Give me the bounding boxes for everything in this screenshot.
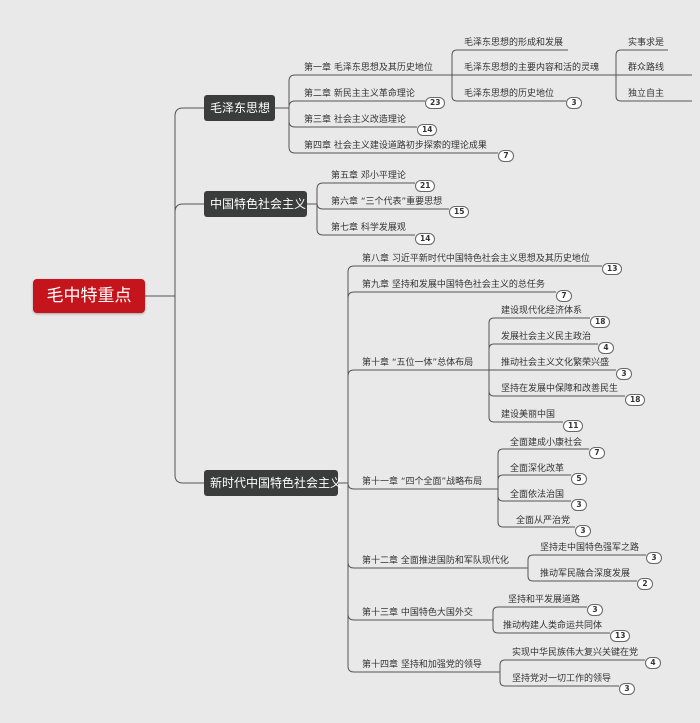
chapter-label[interactable]: 第十一章 “四个全面”战略布局 xyxy=(362,477,483,487)
count-badge: 5 xyxy=(571,473,587,485)
connector-line xyxy=(338,369,486,484)
connector-line xyxy=(496,474,571,490)
count-badge: 4 xyxy=(645,657,661,669)
point-label[interactable]: 群众路线 xyxy=(628,63,665,73)
count-badge: 18 xyxy=(590,316,611,328)
section-label[interactable]: 实现中华民族伟大复兴关键在党 xyxy=(512,648,639,658)
connector-line xyxy=(275,107,498,154)
count-badge: 14 xyxy=(417,124,438,136)
section-label[interactable]: 推动构建人类命运共同体 xyxy=(503,621,603,631)
section-label[interactable]: 推动军民融合深度发展 xyxy=(540,569,631,579)
connector-line xyxy=(526,567,637,582)
count-badge: 23 xyxy=(425,97,446,109)
count-badge: 3 xyxy=(566,97,582,109)
branch-node[interactable]: 新时代中国特色社会主义 xyxy=(204,470,342,496)
root-node[interactable]: 毛中特重点 xyxy=(33,279,145,313)
connector-line xyxy=(145,295,204,484)
connector-line xyxy=(614,74,692,102)
section-label[interactable]: 全面深化改革 xyxy=(510,464,565,474)
section-label[interactable]: 毛泽东思想的历史地位 xyxy=(464,89,555,99)
chapter-label[interactable]: 第十二章 全面推进国防和军队现代化 xyxy=(362,556,509,566)
section-label[interactable]: 坚持在发展中保障和改善民生 xyxy=(501,384,619,394)
chapter-label[interactable]: 第五章 邓小平理论 xyxy=(331,171,406,181)
chapter-label[interactable]: 第七章 科学发展观 xyxy=(331,223,406,233)
connector-line xyxy=(338,482,491,621)
count-badge: 11 xyxy=(563,420,584,432)
connector-line xyxy=(445,49,568,76)
point-label[interactable]: 实事求是 xyxy=(628,38,665,48)
section-label[interactable]: 毛泽东思想的主要内容和活的灵魂 xyxy=(464,63,600,73)
branch-node[interactable]: 毛泽东思想 xyxy=(204,95,275,121)
connector-line xyxy=(445,74,566,102)
chapter-label[interactable]: 第十章 “五位一体”总体布局 xyxy=(362,358,474,368)
connector-line xyxy=(526,554,646,569)
section-label[interactable]: 毛泽东思想的形成和发展 xyxy=(464,38,564,48)
chapter-label[interactable]: 第六章 “三个代表”重要思想 xyxy=(331,197,443,207)
connector-line xyxy=(145,107,204,297)
count-badge: 21 xyxy=(415,180,436,192)
connector-line xyxy=(307,202,449,210)
section-label[interactable]: 建设美丽中国 xyxy=(501,410,556,420)
connector-line xyxy=(307,203,415,236)
count-badge: 3 xyxy=(575,525,591,537)
connector-line xyxy=(486,369,563,423)
connector-line xyxy=(497,659,645,673)
connector-line xyxy=(497,671,619,687)
chapter-label[interactable]: 第三章 社会主义改造理论 xyxy=(304,115,406,125)
count-badge: 13 xyxy=(602,263,623,275)
count-badge: 3 xyxy=(571,499,587,511)
connector-line xyxy=(486,343,598,371)
chapter-label[interactable]: 第十四章 坚持和加强党的领导 xyxy=(362,660,482,670)
connector-line xyxy=(275,100,425,109)
connector-line xyxy=(496,488,575,528)
count-badge: 7 xyxy=(556,290,572,302)
count-badge: 3 xyxy=(619,683,635,695)
count-badge: 18 xyxy=(625,394,646,406)
point-label[interactable]: 独立自主 xyxy=(628,89,665,99)
chapter-label[interactable]: 第九章 坚持和发展中国特色社会主义的总任务 xyxy=(362,280,545,290)
connector-line xyxy=(338,482,497,673)
connector-line xyxy=(275,74,445,109)
count-badge: 7 xyxy=(498,150,514,162)
count-badge: 2 xyxy=(637,578,653,590)
section-label[interactable]: 推动社会主义文化繁荣兴盛 xyxy=(501,358,610,368)
connector-line xyxy=(614,49,668,76)
section-label[interactable]: 全面建成小康社会 xyxy=(510,438,583,448)
section-label[interactable]: 全面从严治党 xyxy=(516,516,571,526)
section-label[interactable]: 坚持党对一切工作的领导 xyxy=(512,674,612,684)
chapter-label[interactable]: 第八章 习近平新时代中国特色社会主义思想及其历史地位 xyxy=(362,254,590,264)
count-badge: 3 xyxy=(587,604,603,616)
section-label[interactable]: 坚持和平发展道路 xyxy=(508,595,581,605)
count-badge: 13 xyxy=(610,630,631,642)
connector-line xyxy=(491,606,587,621)
connector-line xyxy=(338,265,602,484)
connector-line xyxy=(491,619,610,634)
section-label[interactable]: 发展社会主义民主政治 xyxy=(501,332,592,342)
connector-line xyxy=(307,182,415,205)
count-badge: 7 xyxy=(589,447,605,459)
connector-line xyxy=(496,448,589,490)
section-label[interactable]: 建设现代化经济体系 xyxy=(501,306,583,316)
chapter-label[interactable]: 第四章 社会主义建设道路初步探索的理论成果 xyxy=(304,141,487,151)
chapter-label[interactable]: 第二章 新民主主义革命理论 xyxy=(304,89,415,99)
section-label[interactable]: 坚持走中国特色强军之路 xyxy=(540,543,640,553)
count-badge: 14 xyxy=(415,233,436,245)
chapter-label[interactable]: 第一章 毛泽东思想及其历史地位 xyxy=(304,63,433,73)
section-label[interactable]: 全面依法治国 xyxy=(510,490,565,500)
branch-node[interactable]: 中国特色社会主义 xyxy=(204,191,307,217)
count-badge: 15 xyxy=(449,206,470,218)
count-badge: 3 xyxy=(616,368,632,380)
connector-line xyxy=(338,291,556,484)
count-badge: 4 xyxy=(598,342,614,354)
chapter-label[interactable]: 第十三章 中国特色大国外交 xyxy=(362,608,473,618)
count-badge: 3 xyxy=(646,552,662,564)
connector-line xyxy=(486,317,590,371)
connector-line xyxy=(145,203,204,297)
